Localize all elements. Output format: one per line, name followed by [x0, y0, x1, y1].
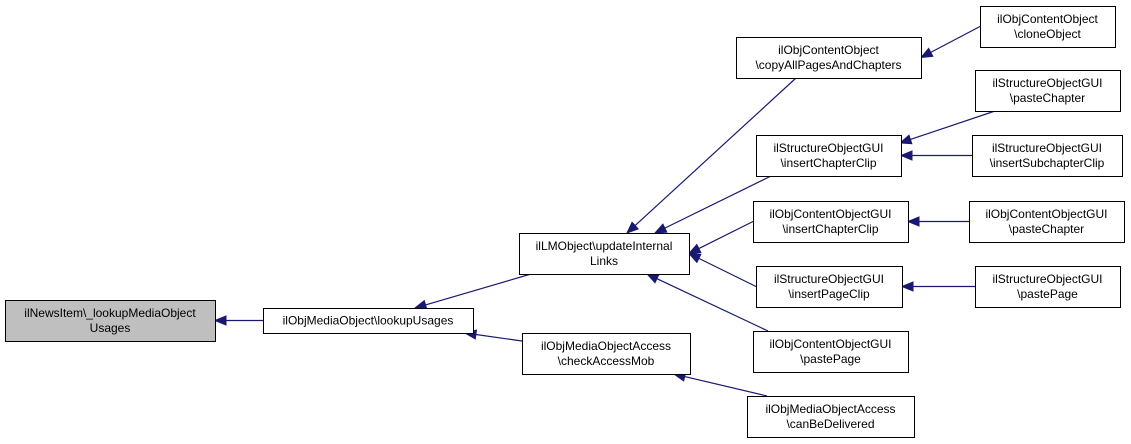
node-spastechapter[interactable]: ilStructureObjectGUI\pasteChapter [975, 70, 1121, 112]
call-edge-update-to-lookup [413, 273, 532, 310]
node-cinsertchapter[interactable]: ilObjContentObjectGUI\insertChapterClip [753, 201, 909, 243]
node-label-line: ilStructureObjectGUI [992, 76, 1102, 90]
node-label-line: \insertSubchapterClip [990, 156, 1105, 170]
node-label-line: \checkAccessMob [558, 354, 655, 368]
node-label-line: \pastePage [800, 352, 861, 366]
call-edge-sinsertpage-to-update [687, 252, 757, 288]
call-edge-cpastechapter-to-cinsertchapter [906, 216, 969, 227]
node-spastepage[interactable]: ilStructureObjectGUI\pastePage [975, 266, 1121, 308]
node-clone[interactable]: ilObjContentObject\cloneObject [980, 6, 1116, 48]
call-edge-copyall-to-update [626, 77, 797, 234]
node-label-line: ilObjContentObjectGUI [985, 207, 1107, 221]
node-label-line: ilObjContentObjectGUI [769, 337, 891, 351]
node-label-line: ilLMObject\updateInternal [536, 239, 673, 253]
node-label-line: ilObjMediaObjectAccess [765, 402, 895, 416]
node-label-line: \copyAllPagesAndChapters [755, 58, 901, 72]
node-sinsertsub[interactable]: ilStructureObjectGUI\insertSubchapterCli… [972, 135, 1123, 177]
call-edge-cpastepage-to-update [645, 273, 769, 332]
node-cpastepage[interactable]: ilObjContentObjectGUI\pastePage [753, 331, 909, 373]
node-label-line: ilObjContentObject [778, 43, 879, 57]
node-label-line: \insertPageClip [788, 287, 870, 301]
node-label-line: ilStructureObjectGUI [773, 141, 883, 155]
node-label-line: \pastePage [1017, 287, 1078, 301]
node-label-line: \pasteChapter [1009, 222, 1084, 236]
call-edge-spastepage-to-sinsertpage [900, 281, 975, 292]
node-label-line: \insertChapterClip [780, 156, 876, 170]
node-label-line: Links [590, 254, 618, 268]
node-label-line: Usages [90, 321, 131, 335]
node-label-line: ilStructureObjectGUI [992, 141, 1102, 155]
call-edge-clone-to-copyall [919, 25, 981, 59]
node-sinsertchapter[interactable]: ilStructureObjectGUI\insertChapterClip [756, 135, 902, 177]
node-checkaccess[interactable]: ilObjMediaObjectAccess\checkAccessMob [522, 333, 691, 375]
node-copyall[interactable]: ilObjContentObject\copyAllPagesAndChapte… [736, 37, 922, 79]
node-label-line: ilObjContentObject [997, 12, 1098, 26]
node-label-line: ilObjMediaObjectAccess [541, 339, 671, 353]
node-label-line: ilStructureObjectGUI [992, 272, 1102, 286]
node-label-line: \cloneObject [1014, 27, 1081, 41]
node-label-line: ilStructureObjectGUI [774, 272, 884, 286]
node-label-line: ilObjContentObjectGUI [769, 207, 891, 221]
node-label-line: ilNewsItem\_lookupMediaObject [24, 306, 196, 320]
node-label-line: \canBeDelivered [786, 417, 874, 431]
call-edge-sinsertsub-to-sinsertchapter [899, 150, 972, 161]
node-candeliver[interactable]: ilObjMediaObjectAccess\canBeDelivered [747, 396, 915, 438]
edges-layer [213, 25, 996, 397]
call-edge-candeliver-to-checkaccess [672, 371, 768, 397]
node-label-line: ilObjMediaObject\lookupUsages [283, 314, 454, 328]
call-edge-spastechapter-to-sinsertchapter [898, 110, 996, 145]
node-lookup[interactable]: ilObjMediaObject\lookupUsages [263, 308, 474, 334]
node-label-line: \pasteChapter [1010, 91, 1085, 105]
call-edge-cinsertchapter-to-update [687, 220, 754, 255]
node-cpastechapter[interactable]: ilObjContentObjectGUI\pasteChapter [969, 201, 1125, 243]
node-label-line: \insertChapterClip [782, 222, 878, 236]
node-sinsertpage[interactable]: ilStructureObjectGUI\insertPageClip [756, 266, 903, 308]
call-edge-lookup-to-newsitem [213, 315, 263, 326]
call-edge-sinsertchapter-to-update [653, 175, 772, 234]
